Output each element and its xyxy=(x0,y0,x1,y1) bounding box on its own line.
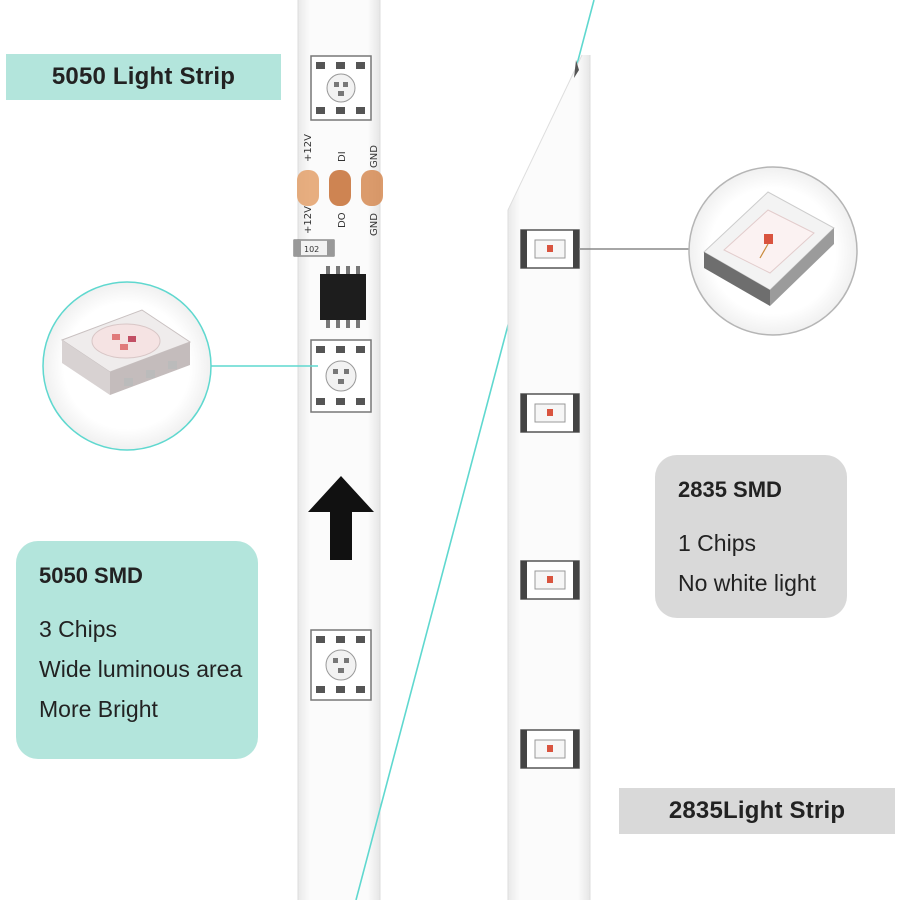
strip-5050-label: 5050 Light Strip xyxy=(6,54,281,100)
resistor-code: 102 xyxy=(304,245,319,254)
smd-2835-info-card: 2835 SMD 1 Chips No white light xyxy=(655,455,847,618)
chip-2835 xyxy=(520,393,580,433)
chip-2835 xyxy=(520,560,580,600)
card-line: 1 Chips xyxy=(678,530,756,556)
card-title: 2835 SMD xyxy=(678,477,782,502)
card-title: 5050 SMD xyxy=(39,563,143,588)
solder-pads xyxy=(297,170,383,206)
ic-chip xyxy=(320,266,366,328)
chip-2835 xyxy=(520,729,580,769)
chip-5050 xyxy=(310,629,372,701)
zoom-5050-chip xyxy=(42,281,212,451)
chip-2835 xyxy=(520,229,580,269)
card-line: More Bright xyxy=(39,696,158,722)
pcb-marking-bottom: +12V DO GND xyxy=(303,206,380,236)
pcb-marking-top: +12V DI GND xyxy=(303,134,380,168)
card-line: Wide luminous area xyxy=(39,656,243,682)
chip-5050 xyxy=(310,339,372,413)
strip-2835 xyxy=(507,54,591,900)
zoom-2835-chip xyxy=(688,166,858,336)
card-line: No white light xyxy=(678,570,817,596)
resistor: 102 xyxy=(293,239,335,257)
strip-2835-label: 2835Light Strip xyxy=(619,788,895,834)
pad-label: DO xyxy=(337,212,348,228)
pad-label: GND xyxy=(369,145,380,168)
pad-label: DI xyxy=(337,151,348,162)
strip-5050: +12V DI GND +12V DO GND 102 xyxy=(293,0,383,900)
chip-5050 xyxy=(310,55,372,121)
smd-5050-info-card: 5050 SMD 3 Chips Wide luminous area More… xyxy=(16,541,258,759)
pad-label: +12V xyxy=(303,134,314,162)
pad-label: GND xyxy=(369,213,380,236)
strip-edge-mark xyxy=(574,60,579,78)
card-line: 3 Chips xyxy=(39,616,117,642)
pad-label: +12V xyxy=(303,206,314,234)
arrow-up-icon xyxy=(308,476,374,560)
